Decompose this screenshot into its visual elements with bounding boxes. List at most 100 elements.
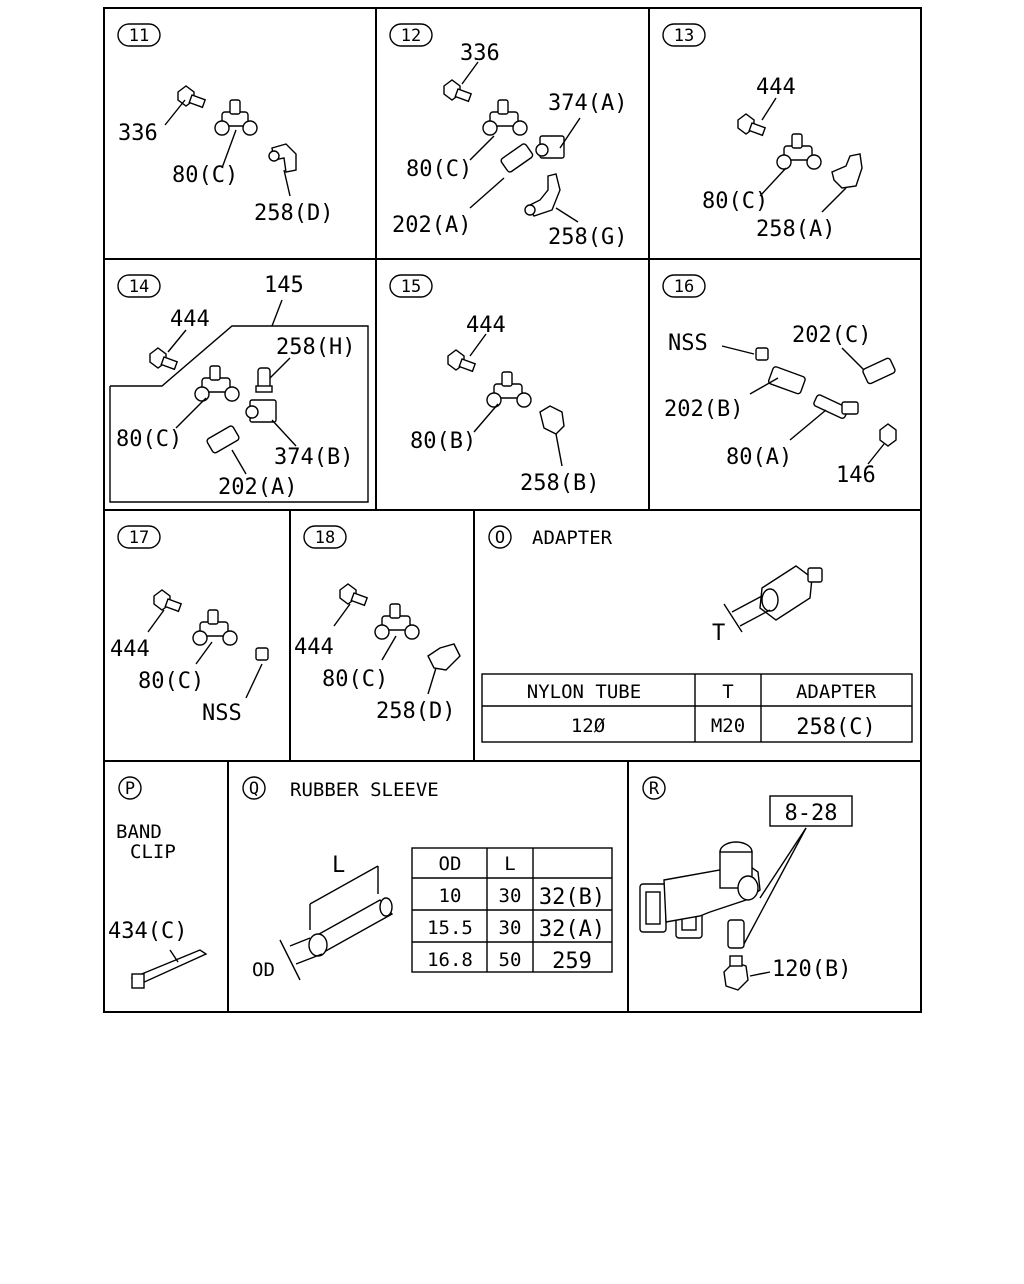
- panel-grid: [103, 7, 922, 1013]
- table-cell: 16.8: [427, 949, 473, 971]
- panel-13: 13 444 80(C) 258(A): [662, 23, 863, 242]
- callout-202a: 202(A): [392, 213, 471, 238]
- panel-id-13: 13: [674, 26, 694, 46]
- panel-id-11: 11: [129, 26, 149, 46]
- callout-146: 146: [836, 463, 876, 488]
- panel-18: 18 444 80(C) 258(D): [294, 525, 461, 724]
- callout-444: 444: [110, 637, 150, 662]
- callout-80c: 80(C): [406, 157, 472, 182]
- elbow-fitting-icon: [723, 955, 749, 991]
- callout-336: 336: [118, 121, 158, 146]
- table-cell: 32(A): [539, 917, 605, 942]
- bolt-icon: [177, 85, 207, 109]
- callout-336: 336: [460, 41, 500, 66]
- sleeve-icon: [767, 366, 806, 395]
- callout-258g: 258(G): [548, 225, 627, 250]
- callout-444: 444: [756, 75, 796, 100]
- table-cell: 259: [552, 949, 592, 974]
- panel-id-p: P: [125, 779, 135, 799]
- table-cell: 258(C): [796, 715, 875, 740]
- panel-12: 12 336 374(A) 80(C) 202(A): [389, 23, 627, 250]
- callout-444: 444: [294, 635, 334, 660]
- callout-258d: 258(D): [376, 699, 455, 724]
- table-cell: 30: [499, 885, 522, 907]
- panel-id-14: 14: [129, 277, 149, 297]
- elbow-fitting-icon: [268, 143, 297, 173]
- callout-80a: 80(A): [726, 445, 792, 470]
- tee-fitting-icon: [194, 365, 240, 402]
- adapter-icon: [500, 143, 534, 173]
- callout-80c: 80(C): [172, 163, 238, 188]
- band-clip-title-line1: BAND: [116, 821, 162, 843]
- sleeve-table: OD L 10 30 32(B) 15.5 30 32(A) 16.8 50 2…: [411, 847, 613, 974]
- callout-258h: 258(H): [276, 335, 355, 360]
- table-header-adapter: ADAPTER: [796, 681, 877, 703]
- panel-id-q: Q: [249, 779, 259, 799]
- ref-box: [769, 795, 853, 827]
- callout-202a: 202(A): [218, 475, 297, 500]
- band-clip-icon: [130, 949, 208, 989]
- panel-17: 17 444 80(C) NSS: [110, 525, 269, 726]
- sleeve-dim-od: OD: [252, 959, 275, 981]
- panel-id-15: 15: [401, 277, 421, 297]
- table-cell: 32(B): [539, 885, 605, 910]
- callout-80c: 80(C): [702, 189, 768, 214]
- panel-11: 11 336 80(C) 258(D): [117, 23, 333, 226]
- callout-444: 444: [170, 307, 210, 332]
- callout-80b: 80(B): [410, 429, 476, 454]
- callout-374a: 374(A): [548, 91, 627, 116]
- tee-fitting-icon: [192, 609, 238, 646]
- panel-id-o: O: [495, 528, 505, 548]
- table-cell: 50: [499, 949, 522, 971]
- table-cell: 10: [439, 885, 462, 907]
- callout-80c: 80(C): [116, 427, 182, 452]
- spacer-icon: [727, 919, 745, 949]
- elbow-fitting-icon: [539, 405, 565, 435]
- callout-8-28: 8-28: [785, 801, 838, 826]
- bolt-icon: [737, 113, 767, 137]
- callout-258a: 258(A): [756, 217, 835, 242]
- callout-120b: 120(B): [772, 957, 851, 982]
- tee-fitting-icon: [776, 133, 822, 170]
- elbow-fitting-icon: [831, 153, 863, 189]
- panel-r: R 8-28 120(B): [639, 776, 853, 991]
- adapter-dim-t: T: [712, 621, 725, 646]
- table-header-t: T: [722, 681, 733, 703]
- table-header-od: OD: [439, 853, 462, 875]
- sleeve-dim-l: L: [332, 853, 345, 878]
- table-header-nylon-tube: NYLON TUBE: [527, 681, 641, 703]
- elbow-fitting-icon: [524, 173, 561, 217]
- adapter-icon: [862, 357, 896, 385]
- panel-15: 15 444 80(B) 258(B): [389, 274, 599, 496]
- adapter-table: NYLON TUBE T ADAPTER 12Ø M20 258(C): [481, 673, 913, 743]
- panel-id-16: 16: [674, 277, 694, 297]
- tee-fitting-icon: [482, 99, 528, 136]
- panel-id-r: R: [649, 779, 660, 799]
- bolt-icon: [447, 349, 477, 373]
- tee-fitting-icon: [486, 371, 532, 408]
- tee-fitting-icon: [374, 603, 420, 640]
- band-clip-title-line2: CLIP: [130, 841, 176, 863]
- callout-nss: NSS: [668, 331, 708, 356]
- callout-145: 145: [264, 273, 304, 298]
- elbow-fitting-icon: [427, 643, 461, 671]
- callout-202c: 202(C): [792, 323, 871, 348]
- adapter-icon: [206, 425, 240, 454]
- callout-80c: 80(C): [322, 667, 388, 692]
- callout-202b: 202(B): [664, 397, 743, 422]
- callout-80c: 80(C): [138, 669, 204, 694]
- rubber-sleeve-title: RUBBER SLEEVE: [290, 779, 439, 801]
- panel-q-rubber-sleeve: Q RUBBER SLEEVE L OD OD L 10 30: [242, 776, 613, 981]
- plug-icon: [255, 647, 269, 661]
- plug-icon: [755, 347, 769, 361]
- block-fitting-icon: [535, 135, 565, 159]
- bolt-icon: [443, 79, 473, 103]
- assembly-outline: [109, 325, 369, 503]
- table-cell: M20: [711, 715, 745, 737]
- panel-id-17: 17: [129, 528, 149, 548]
- panel-14: 14 145 444 258(H): [109, 273, 369, 503]
- block-fitting-icon: [245, 399, 277, 423]
- panel-p-band-clip: P BAND CLIP 434(C): [108, 776, 208, 989]
